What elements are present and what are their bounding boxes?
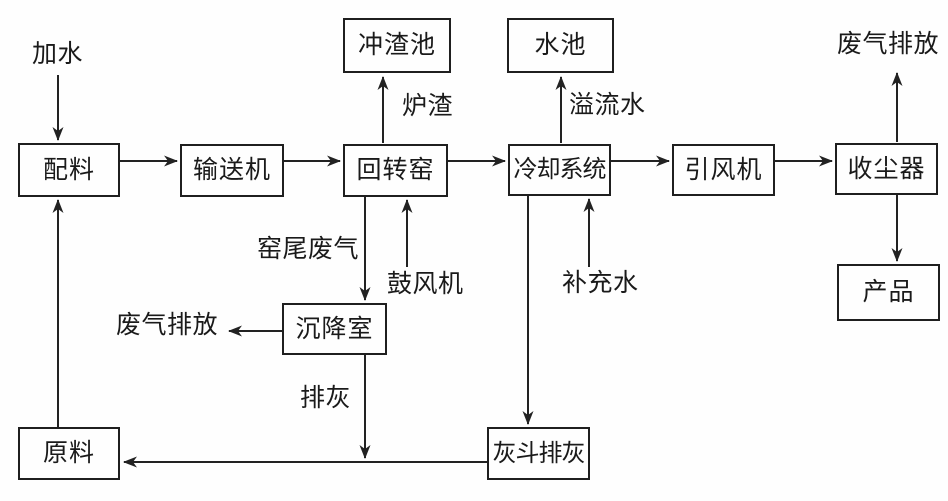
node-slag-flush-pool: 冲渣池 [343, 18, 451, 73]
label-exhaust-emission-top: 废气排放 [837, 31, 940, 58]
label-kiln-tail-exhaust-gas: 窑尾废气 [257, 236, 360, 263]
node-settling-chamber: 沉降室 [282, 303, 387, 355]
node-ash-hopper-discharge: 灰斗排灰 [487, 427, 590, 480]
label-exhaust-emission-left: 废气排放 [116, 312, 219, 339]
label-add-water: 加水 [32, 41, 84, 68]
node-dust-collector: 收尘器 [835, 143, 938, 195]
label-ash-discharge: 排灰 [300, 385, 352, 412]
label-blower: 鼓风机 [387, 271, 464, 298]
node-product: 产品 [837, 264, 940, 321]
label-makeup-water: 补充水 [562, 270, 639, 297]
label-overflow-water: 溢流水 [569, 92, 646, 119]
node-rotary-kiln: 回转窑 [343, 144, 448, 197]
node-induced-draft-fan: 引风机 [672, 144, 775, 196]
node-conveyor: 输送机 [180, 144, 284, 197]
node-water-pool: 水池 [507, 18, 614, 73]
label-furnace-slag: 炉渣 [402, 93, 454, 120]
node-batching: 配料 [18, 143, 120, 197]
node-raw-material: 原料 [18, 427, 120, 480]
node-cooling-system: 冷却系统 [508, 144, 611, 196]
